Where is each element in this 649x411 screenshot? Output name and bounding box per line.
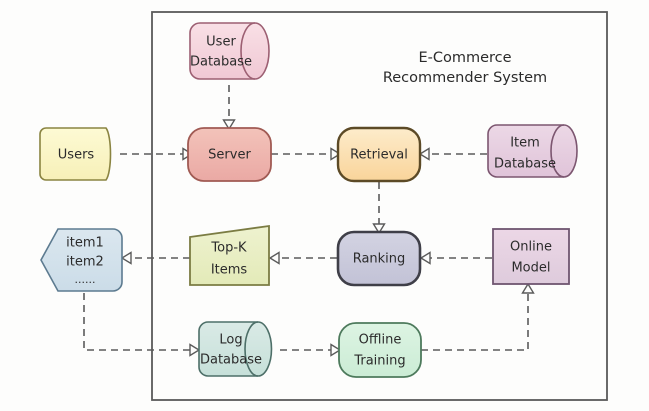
- edge-server-to-retrieval: [271, 147, 342, 161]
- server-label: Server: [208, 148, 251, 163]
- node-users[interactable]: Users: [39, 127, 112, 181]
- node-retrieval[interactable]: Retrieval: [336, 126, 422, 183]
- ranking-label: Ranking: [353, 252, 406, 267]
- server-shape: [187, 127, 272, 182]
- online-model-label-line1: Online: [510, 240, 552, 255]
- retrieval-label: Retrieval: [350, 148, 408, 163]
- node-online-model[interactable]: Online Model: [492, 228, 570, 285]
- diagram-title-line1: E-Commerce: [418, 50, 511, 66]
- system-boundary-box: [151, 11, 608, 401]
- log-database-label-line2: Database: [200, 353, 262, 368]
- topk-items-shape: [189, 224, 270, 286]
- users-shape: [39, 127, 112, 181]
- ranking-shape: [336, 230, 422, 287]
- user-database-label-line1: User: [206, 35, 236, 50]
- offline-training-label-line1: Offline: [359, 333, 402, 348]
- user-database-cylinder-edge: [240, 22, 256, 80]
- node-log-database[interactable]: Log Database: [198, 321, 273, 377]
- item-database-cylinder-edge: [550, 124, 565, 178]
- online-model-label-line2: Model: [511, 261, 550, 276]
- diagram-title-line2: Recommender System: [383, 70, 547, 86]
- edge-online-model-to-ranking: [419, 251, 492, 265]
- node-user-database[interactable]: User Database: [189, 22, 270, 80]
- edge-ranking-to-topk-items: [268, 251, 337, 265]
- online-model-shape: [492, 228, 570, 285]
- edge-users-to-server: [120, 147, 194, 161]
- node-server[interactable]: Server: [187, 127, 272, 182]
- node-offline-training[interactable]: Offline Training: [338, 322, 422, 378]
- item-list-label-line2: item2: [66, 255, 104, 270]
- edge-user-database-to-server: [222, 85, 236, 131]
- item-database-label-line1: Item: [510, 136, 540, 151]
- node-ranking[interactable]: Ranking: [336, 230, 422, 287]
- edge-retrieval-to-ranking: [372, 182, 386, 235]
- topk-items-label-line2: Items: [211, 263, 248, 278]
- edge-item-list-to-log-database: [83, 293, 201, 357]
- item-list-shape: [40, 228, 123, 292]
- log-database-label-line1: Log: [219, 333, 242, 348]
- users-label: Users: [58, 148, 95, 163]
- edge-topk-items-to-item-list: [120, 251, 190, 265]
- node-item-database[interactable]: Item Database: [487, 124, 578, 178]
- edge-offline-training-to-online-model: [421, 282, 535, 351]
- item-list-label-line3: ......: [75, 273, 96, 286]
- offline-training-shape: [338, 322, 422, 378]
- edge-log-database-to-offline-training: [280, 343, 342, 357]
- user-database-label-line2: Database: [190, 55, 252, 70]
- node-item-list[interactable]: item1 item2 ......: [40, 228, 123, 292]
- item-database-label-line2: Database: [494, 157, 556, 172]
- node-topk-items[interactable]: Top-K Items: [189, 224, 270, 286]
- log-database-cylinder-edge: [244, 321, 259, 377]
- offline-training-label-line2: Training: [353, 354, 405, 369]
- item-list-label-line1: item1: [66, 236, 104, 251]
- topk-items-label-line1: Top-K: [210, 241, 247, 256]
- retrieval-shape: [336, 126, 422, 183]
- item-database-shape: [487, 124, 578, 178]
- edge-item-database-to-retrieval: [418, 147, 487, 161]
- log-database-shape: [198, 321, 273, 377]
- user-database-shape: [189, 22, 270, 80]
